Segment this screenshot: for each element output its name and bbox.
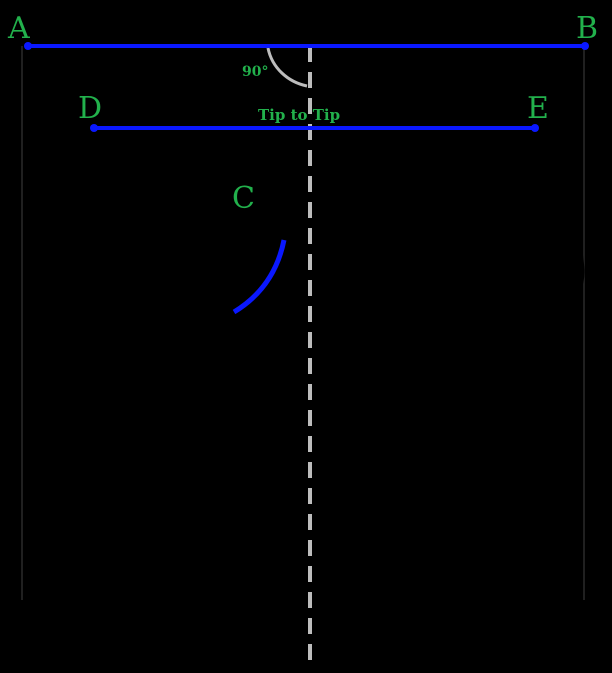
tip-to-tip-label: Tip to Tip [258,106,340,124]
label-d: D [78,91,102,126]
angle-label: 90° [242,64,268,80]
label-b: B [576,11,598,46]
point-b-marker [581,42,589,50]
label-c: C [232,181,255,216]
point-e-marker [531,124,539,132]
point-d-marker [90,124,98,132]
point-a-marker [24,42,32,50]
label-a: A [7,11,30,46]
curve-c [232,239,287,315]
right-angle-arc [266,47,308,88]
label-e: E [527,91,549,126]
